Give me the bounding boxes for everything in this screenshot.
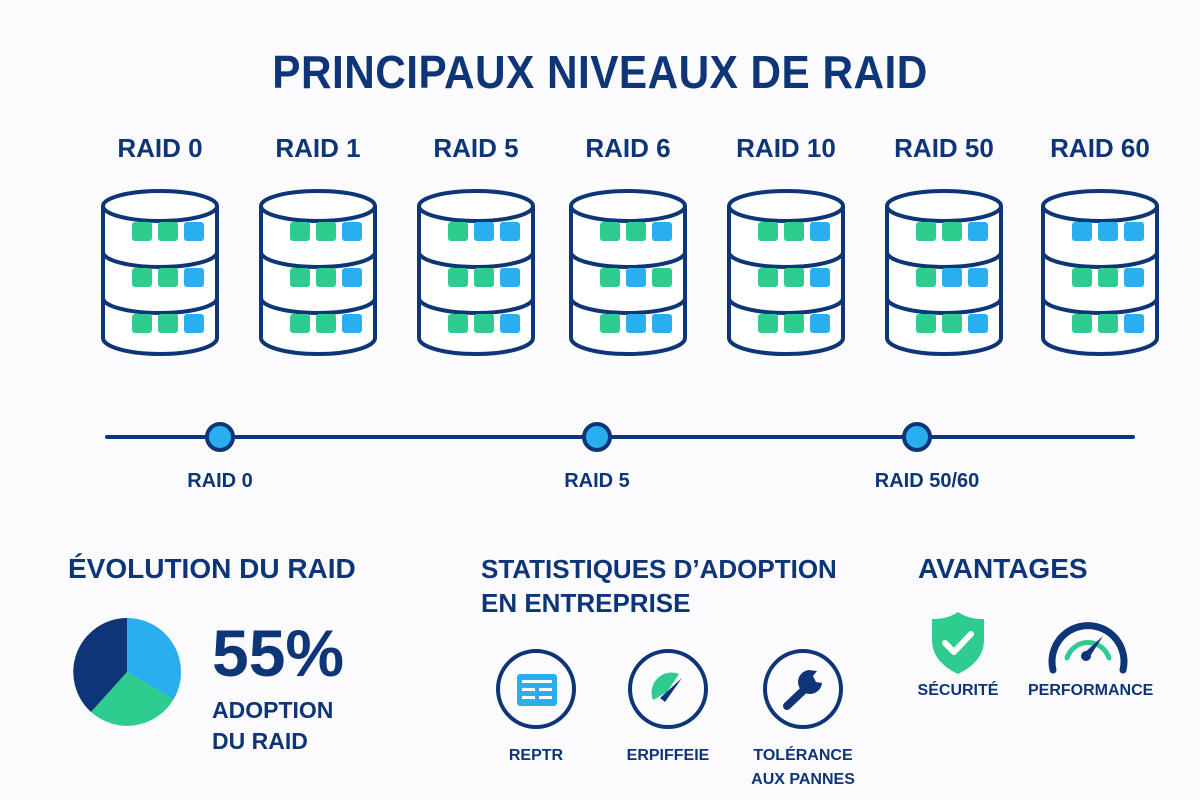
speedometer-icon [1048,622,1128,674]
pie-slice-green [91,672,174,726]
advantage-security: SÉCURITÉ [898,610,1018,700]
raid-level-label: RAID 1 [275,133,361,163]
adoption-percent: 55% [212,616,345,690]
raid-level-raid-1: RAID 1 [248,128,388,360]
raid-level-raid-10: RAID 10 [716,128,856,360]
raid-level-raid-5: RAID 5 [406,128,546,360]
timeline-node-raid-0 [205,422,235,452]
adoption-caption-line1: ADOPTION [212,697,334,723]
raid-level-label: RAID 6 [585,133,671,163]
raid-level-raid-6: RAID 6 [558,128,698,360]
advantage-performance-label: PERFORMANCE [1028,682,1154,699]
disk-cylinder-icon [101,189,219,356]
pie-slice-navy [73,618,127,712]
statistics-heading: STATISTIQUES D’ADOPTION EN ENTREPRISE [481,552,837,620]
stat-label-tolerance-line2: AUX PANNES [751,771,855,788]
gauge-icon [628,649,708,729]
timeline-node-raid-5 [582,422,612,452]
evolution-heading: ÉVOLUTION DU RAID [68,553,356,584]
raid-level-label: RAID 60 [1050,133,1150,163]
timeline-label-raid-5: RAID 5 [564,470,630,492]
raid-level-raid-60: RAID 60 [1030,128,1170,360]
shield-check-icon [932,612,984,674]
disk-cylinder-icon [569,189,687,356]
stat-item-reptr: REPTR [471,648,601,768]
wrench-icon [763,649,843,729]
raid-level-label: RAID 50 [894,133,994,163]
raid-level-raid-0: RAID 0 [90,128,230,360]
advantages-heading: AVANTAGES [918,553,1088,584]
timeline-node-raid-50-60 [902,422,932,452]
timeline-label-raid-50-60: RAID 50/60 [874,470,980,492]
disk-cylinder-icon [1041,189,1159,356]
raid-level-label: RAID 0 [117,133,203,163]
stat-label-tolerance-line1: TOLÉRANCE [753,747,853,764]
table-icon [496,649,576,729]
disk-cylinder-icon [259,189,377,356]
pie-slice-blue [127,618,182,700]
adoption-caption: ADOPTION DU RAID [212,695,333,757]
raid-level-raid-50: RAID 50 [874,128,1014,360]
stat-item-tolerance: TOLÉRANCE AUX PANNES [738,648,868,792]
disk-cylinder-icon [885,189,1003,356]
statistics-heading-line1: STATISTIQUES D’ADOPTION [481,554,837,584]
raid-level-label: RAID 10 [736,133,836,163]
raid-level-label: RAID 5 [433,133,519,163]
advantage-security-label: SÉCURITÉ [917,682,999,699]
stat-label-erpiffeie: ERPIFFEIE [626,747,710,764]
timeline-label-raid-0: RAID 0 [187,470,253,492]
disk-cylinder-icon [417,189,535,356]
statistics-heading-line2: EN ENTREPRISE [481,588,691,618]
page-title: PRINCIPAUX NIVEAUX DE RAID [272,46,928,98]
adoption-caption-line2: DU RAID [212,728,308,754]
stat-label-reptr: REPTR [508,747,564,764]
advantage-performance: PERFORMANCE [1028,610,1154,700]
disk-cylinder-icon [727,189,845,356]
stat-item-erpiffeie: ERPIFFEIE [603,648,733,768]
pie-chart [73,618,182,726]
stat-label-tolerance: TOLÉRANCE AUX PANNES [738,744,868,792]
